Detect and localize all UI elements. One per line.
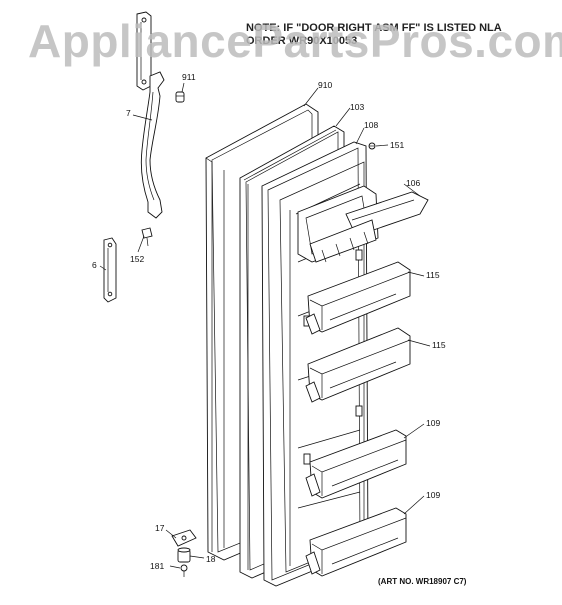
nla-note-line1: NOTE: IF "DOOR RIGHT ASM FF" IS LISTED N… [246,22,502,34]
callout-6: 6 [92,260,97,270]
screw-151 [368,142,376,150]
door-bin-lower [305,429,407,499]
hinge-bracket [171,529,197,547]
callout-7: 7 [126,108,131,118]
callout-115-lower: 115 [432,340,446,350]
callout-109-upper: 109 [426,418,440,428]
callout-18: 18 [206,554,216,564]
nla-note-line2: ORDER WR90X10053 [246,35,358,47]
callout-910: 910 [318,80,332,90]
callout-115-upper: 115 [426,270,440,280]
door-handle [140,71,165,219]
dairy-compartment [297,185,429,263]
lower-handle-mount [103,237,117,303]
door-bin-bottom [305,507,407,577]
door-bin-upper [305,261,411,335]
leader-lines [99,82,431,569]
callout-108: 108 [364,120,378,130]
hinge-bushing [177,547,191,563]
door-bin-middle [305,327,411,403]
callout-911: 911 [182,72,196,82]
callout-109-lower: 109 [426,490,440,500]
art-number: (ART NO. WR18907 C7) [378,577,467,586]
nla-note: NOTE: IF "DOOR RIGHT ASM FF" IS LISTED N… [246,22,502,48]
callout-17: 17 [155,523,165,533]
fastener-911 [175,91,185,103]
callout-103: 103 [350,102,364,112]
callout-151: 151 [390,140,404,150]
handle-mount-strip [136,11,152,91]
callout-labels: 911 7 910 103 108 151 106 152 6 115 115 … [92,72,446,571]
screw-181 [180,564,188,577]
callout-181: 181 [150,561,164,571]
callout-152: 152 [130,254,144,264]
screw-152 [141,227,153,247]
callout-106: 106 [406,178,420,188]
